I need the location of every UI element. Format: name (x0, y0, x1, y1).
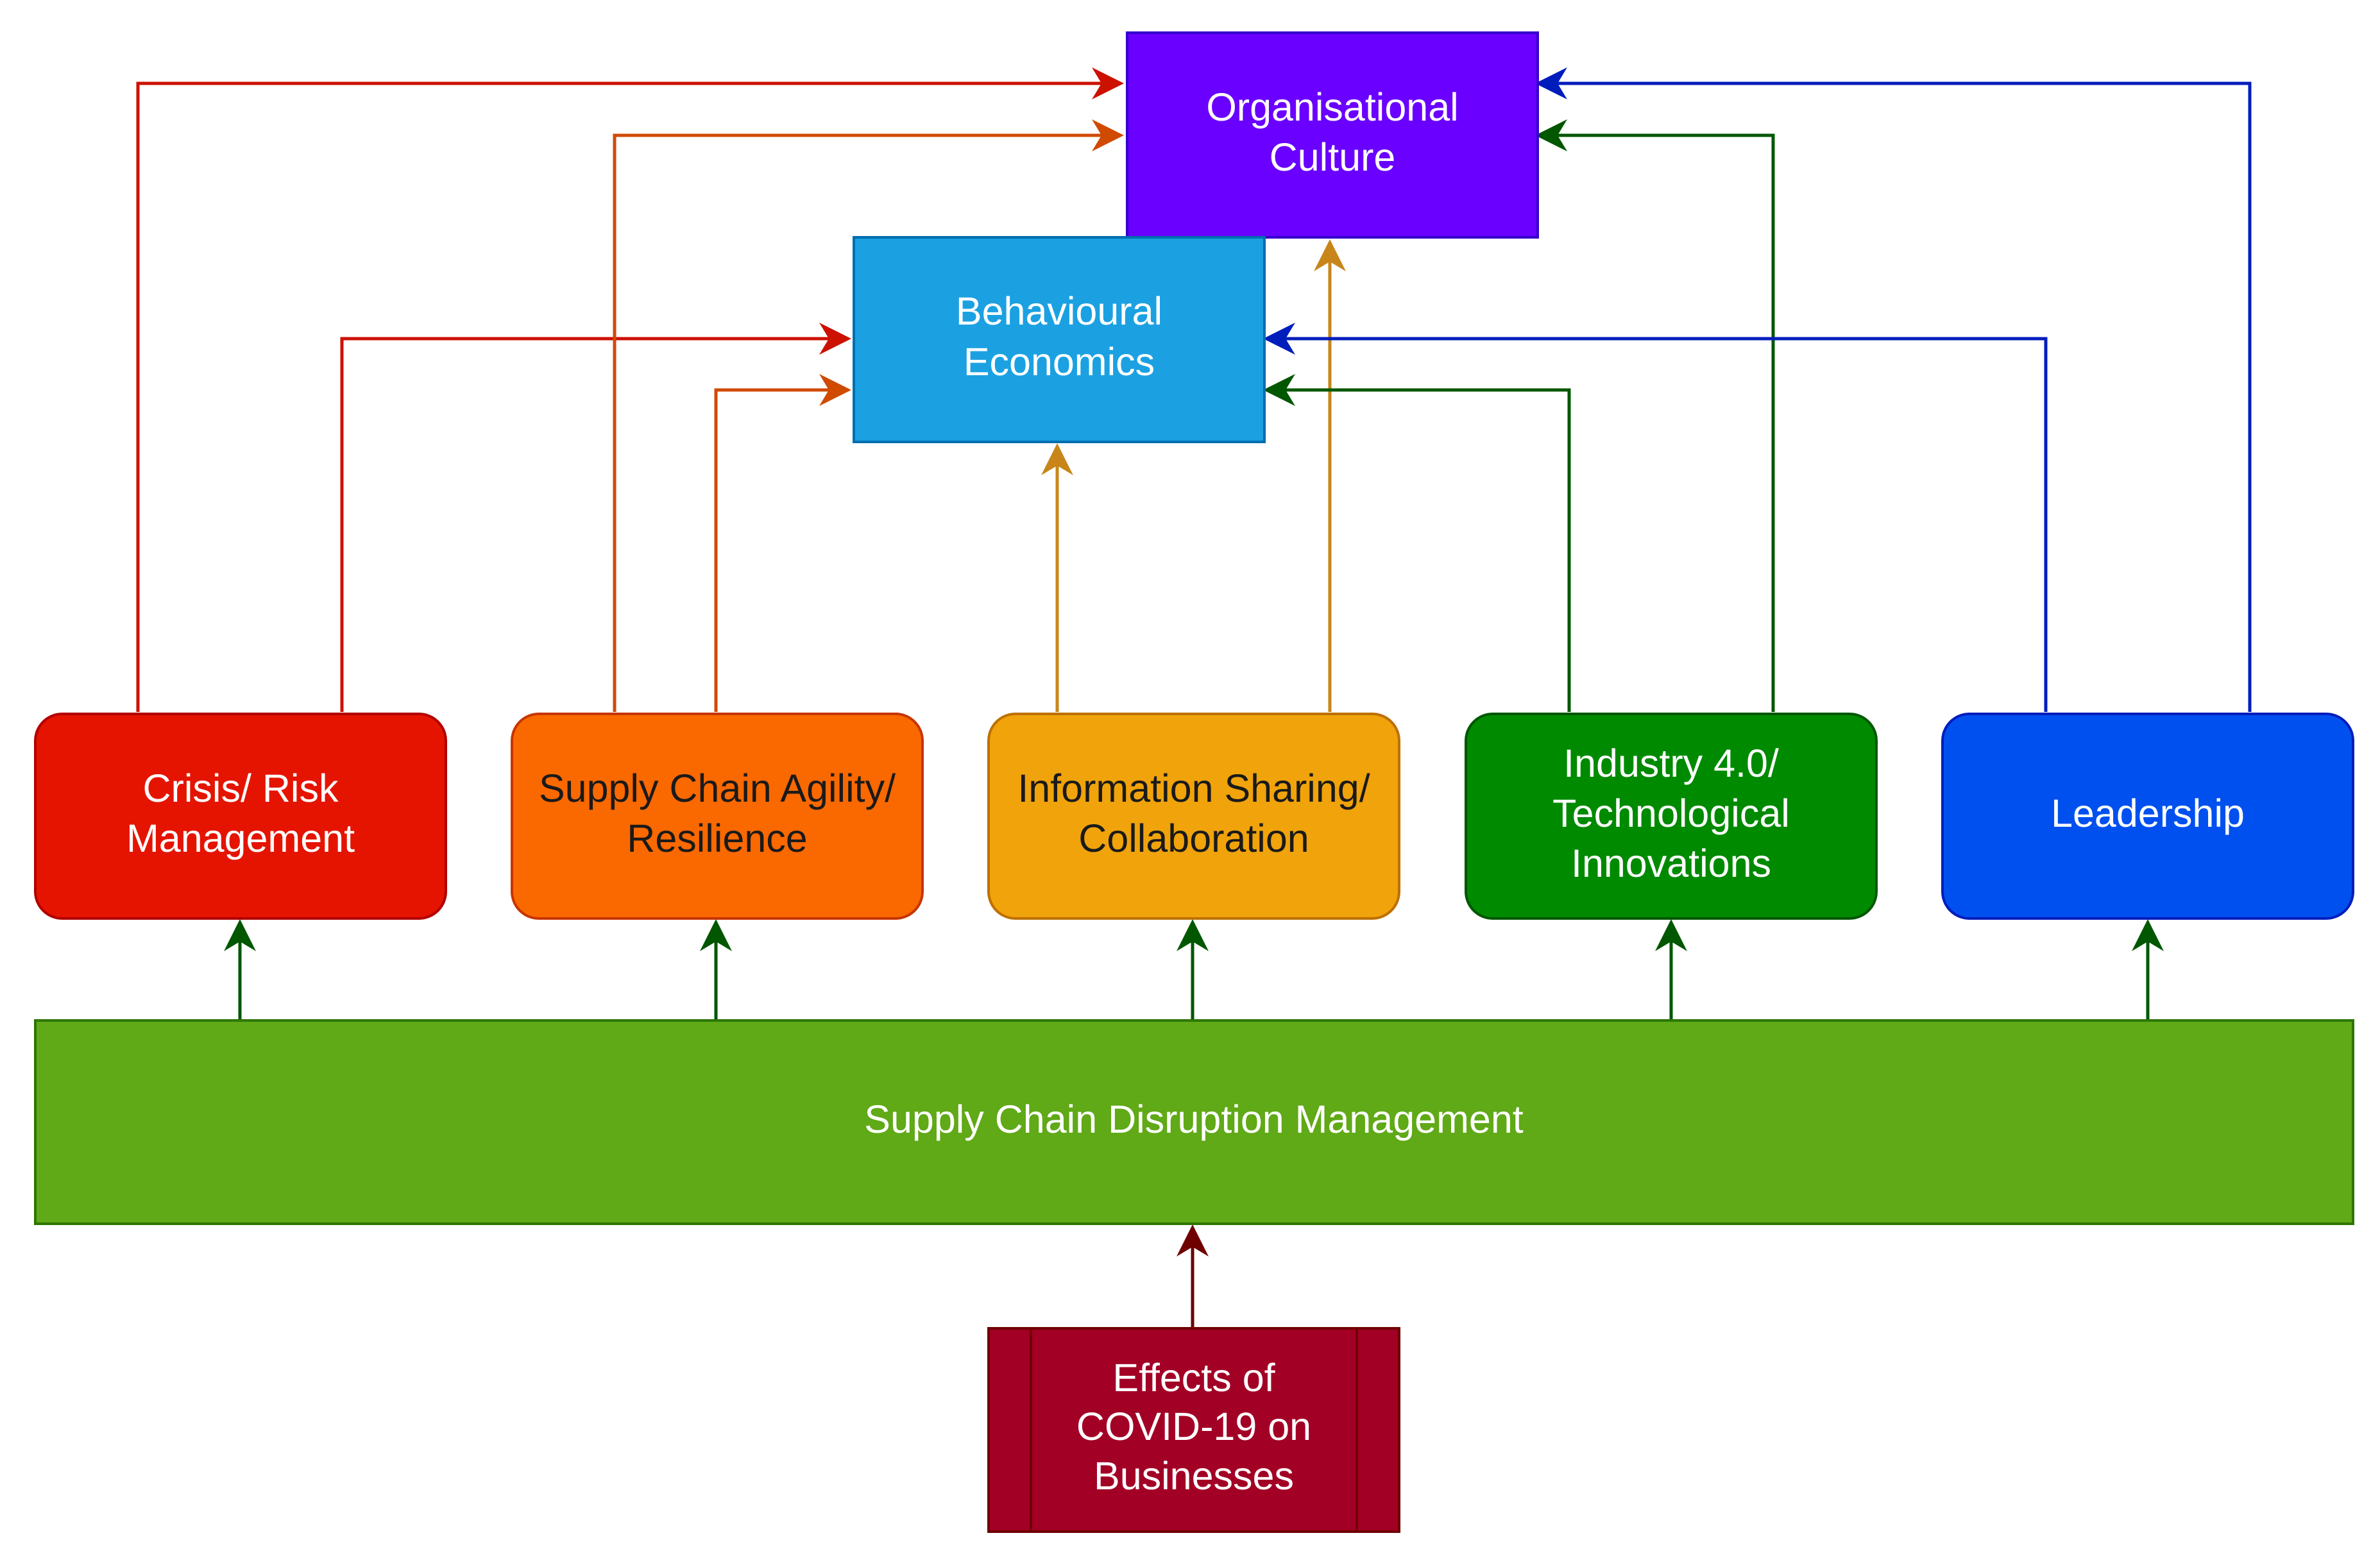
information-sharing-label-1: Information Sharing/ (1017, 766, 1370, 810)
crisis-risk-label-2: Management (126, 816, 355, 860)
edge-leadership-to-behavioural (1263, 323, 2048, 712)
agility-resilience-label-2: Resilience (627, 816, 807, 860)
industry40-label-1: Industry 4.0/ (1563, 741, 1779, 785)
information-sharing-label-2: Collaboration (1078, 816, 1309, 860)
edge-agility-to-culture (613, 119, 1124, 712)
node-organisational-culture[interactable]: Organisational Culture (1126, 31, 1539, 239)
node-behavioural-economics[interactable]: Behavioural Economics (853, 236, 1266, 443)
covid-effects-label-1: Effects of (1112, 1356, 1275, 1400)
node-industry-40[interactable]: Industry 4.0/ Technological Innovations (1465, 713, 1878, 920)
industry40-label-2: Technological (1552, 791, 1790, 835)
node-covid-effects[interactable]: Effects of COVID-19 on Businesses (987, 1327, 1400, 1533)
edge-industry-to-culture (1535, 119, 1775, 712)
crisis-risk-label-1: Crisis/ Risk (143, 766, 339, 810)
node-agility-resilience[interactable]: Supply Chain Agility/ Resilience (511, 713, 924, 920)
behavioural-economics-label-2: Economics (964, 340, 1155, 384)
edge-crisis-to-culture (136, 67, 1124, 712)
leadership-label: Leadership (2051, 791, 2245, 835)
covid-effects-label-2: COVID-19 on (1076, 1405, 1311, 1448)
edge-crisis-to-behavioural (340, 323, 851, 712)
agility-resilience-label-1: Supply Chain Agility/ (539, 766, 896, 810)
node-leadership[interactable]: Leadership (1941, 713, 2354, 920)
organisational-culture-label-2: Culture (1270, 135, 1396, 179)
edge-agility-to-behavioural (714, 374, 851, 712)
node-crisis-risk-management[interactable]: Crisis/ Risk Management (34, 713, 447, 920)
edge-industry-to-behavioural (1263, 374, 1571, 712)
node-disruption-management[interactable]: Supply Chain Disruption Management (34, 1019, 2354, 1225)
edge-leadership-to-culture (1535, 67, 2252, 712)
organisational-culture-label-1: Organisational (1206, 85, 1458, 129)
covid-effects-label-3: Businesses (1094, 1454, 1294, 1498)
connectors (136, 67, 2252, 1328)
behavioural-economics-label-1: Behavioural (956, 289, 1162, 333)
industry40-label-3: Innovations (1571, 842, 1771, 885)
disruption-management-label: Supply Chain Disruption Management (864, 1097, 1523, 1141)
node-information-sharing[interactable]: Information Sharing/ Collaboration (987, 713, 1400, 920)
